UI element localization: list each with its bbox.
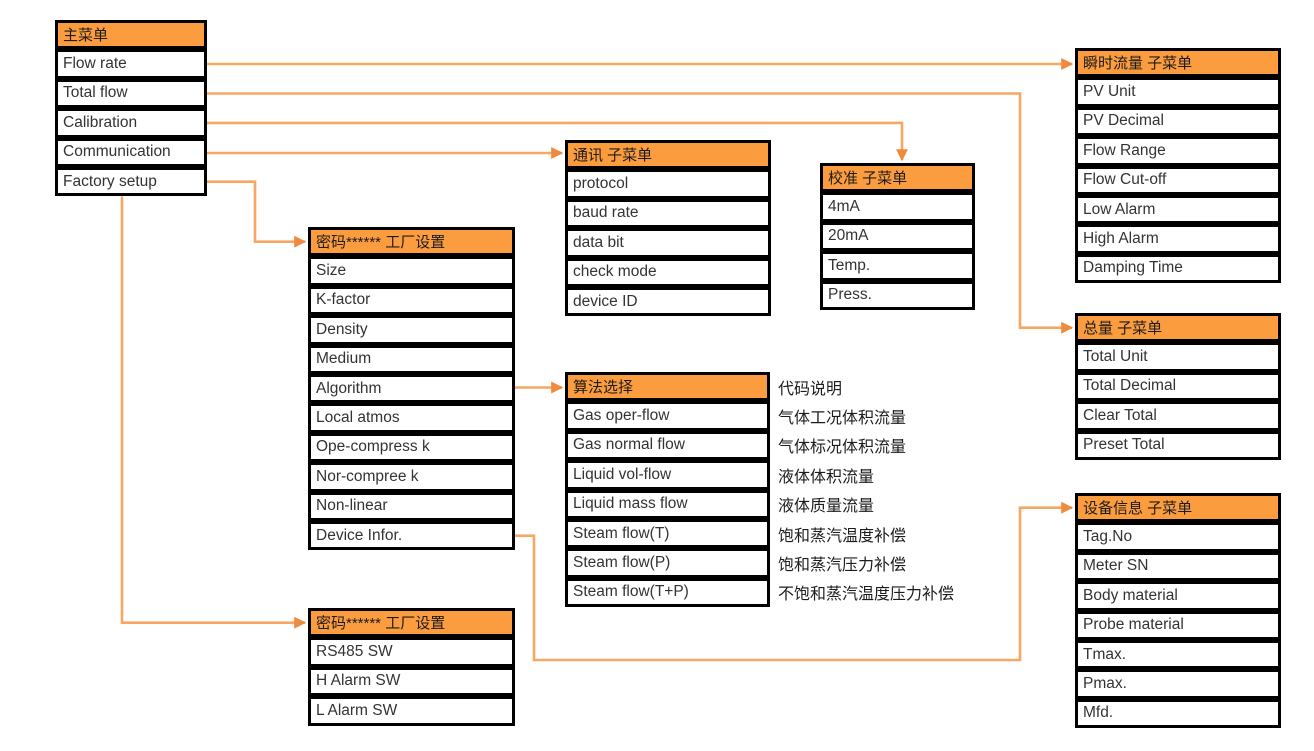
menu-item: Size bbox=[308, 256, 515, 286]
menu-item: 4mA bbox=[820, 192, 975, 222]
menu-item: PV Decimal bbox=[1075, 106, 1281, 137]
communication-submenu-header: 通讯 子菜单 bbox=[565, 140, 771, 170]
factory-switch-submenu-header: 密码****** 工厂设置 bbox=[308, 608, 515, 638]
menu-item: Algorithm bbox=[308, 373, 515, 404]
menu-item: Gas oper-flow bbox=[565, 401, 770, 431]
menu-item: Mfd. bbox=[1075, 698, 1281, 729]
menu-item: Nor-compree k bbox=[308, 462, 515, 492]
menu-item: Steam flow(T) bbox=[565, 518, 770, 549]
menu-item: Press. bbox=[820, 280, 975, 310]
instant-flow-submenu-header: 瞬时流量 子菜单 bbox=[1075, 48, 1281, 78]
menu-item: Factory setup bbox=[55, 166, 207, 197]
menu-item: Communication bbox=[55, 137, 207, 167]
device-info-submenu-header: 设备信息 子菜单 bbox=[1075, 493, 1281, 523]
menu-item: Calibration bbox=[55, 108, 207, 138]
menu-item: Density bbox=[308, 315, 515, 345]
menu-item: Flow Cut-off bbox=[1075, 165, 1281, 195]
menu-item: Steam flow(T+P) bbox=[565, 577, 770, 608]
code-legend-title: 代码说明 bbox=[778, 380, 843, 398]
menu-item: device ID bbox=[565, 286, 771, 317]
code-legend-item: 液体体积流量 bbox=[778, 468, 875, 486]
menu-item: data bit bbox=[565, 228, 771, 258]
menu-item: L Alarm SW bbox=[308, 696, 515, 726]
menu-item: Non-linear bbox=[308, 491, 515, 521]
menu-item: High Alarm bbox=[1075, 224, 1281, 254]
code-legend-item: 不饱和蒸汽温度压力补偿 bbox=[778, 586, 955, 604]
menu-item: Flow Range bbox=[1075, 136, 1281, 166]
total-flow-submenu-header: 总量 子菜单 bbox=[1075, 313, 1281, 343]
menu-item: Liquid vol-flow bbox=[565, 460, 770, 490]
calibration-submenu-header: 校准 子菜单 bbox=[820, 163, 975, 193]
menu-item: K-factor bbox=[308, 285, 515, 316]
algorithm-submenu-header: 算法选择 bbox=[565, 372, 770, 402]
code-legend-item: 饱和蒸汽压力补偿 bbox=[778, 557, 907, 575]
menu-item: check mode bbox=[565, 257, 771, 287]
menu-item: Tmax. bbox=[1075, 639, 1281, 670]
menu-item: Gas normal flow bbox=[565, 430, 770, 461]
code-legend-item: 饱和蒸汽温度补偿 bbox=[778, 527, 907, 545]
menu-item: Liquid mass flow bbox=[565, 489, 770, 519]
menu-item: protocol bbox=[565, 169, 771, 199]
menu-item: Medium bbox=[308, 344, 515, 374]
code-legend-item: 液体质量流量 bbox=[778, 498, 875, 516]
menu-item: Preset Total bbox=[1075, 430, 1281, 460]
connector-calibration-to-calibration-submenu bbox=[207, 121, 908, 162]
menu-item: Steam flow(P) bbox=[565, 548, 770, 578]
menu-item: Damping Time bbox=[1075, 253, 1281, 284]
algorithm-code-legend: 代码说明气体工况体积流量气体标况体积流量液体体积流量液体质量流量饱和蒸汽温度补偿… bbox=[778, 372, 954, 607]
factory-setup-submenu-header: 密码****** 工厂设置 bbox=[308, 227, 515, 257]
menu-item: baud rate bbox=[565, 198, 771, 229]
menu-item: Meter SN bbox=[1075, 551, 1281, 582]
menu-item: Probe material bbox=[1075, 610, 1281, 640]
menu-item: Ope-compress k bbox=[308, 432, 515, 463]
code-legend-item: 气体工况体积流量 bbox=[778, 410, 907, 428]
connector-factory-setup-to-factory-switch-submenu bbox=[120, 196, 307, 629]
menu-item: Temp. bbox=[820, 251, 975, 281]
menu-item: Total Unit bbox=[1075, 342, 1281, 372]
main-menu-header: 主菜单 bbox=[55, 20, 207, 50]
menu-item: Total flow bbox=[55, 78, 207, 109]
menu-item: Pmax. bbox=[1075, 669, 1281, 699]
menu-item: Device Infor. bbox=[308, 520, 515, 551]
menu-item: RS485 SW bbox=[308, 637, 515, 667]
menu-item: H Alarm SW bbox=[308, 666, 515, 697]
menu-item: 20mA bbox=[820, 221, 975, 252]
menu-item: Tag.No bbox=[1075, 522, 1281, 552]
menu-item: Flow rate bbox=[55, 49, 207, 79]
menu-item: Local atmos bbox=[308, 403, 515, 433]
menu-item: Clear Total bbox=[1075, 401, 1281, 431]
code-legend-item: 气体标况体积流量 bbox=[778, 439, 907, 457]
menu-item: Low Alarm bbox=[1075, 194, 1281, 225]
menu-item: Body material bbox=[1075, 581, 1281, 611]
menu-item: Total Decimal bbox=[1075, 371, 1281, 402]
connector-factory-setup-to-factory-submenu bbox=[207, 180, 307, 248]
menu-item: PV Unit bbox=[1075, 77, 1281, 107]
